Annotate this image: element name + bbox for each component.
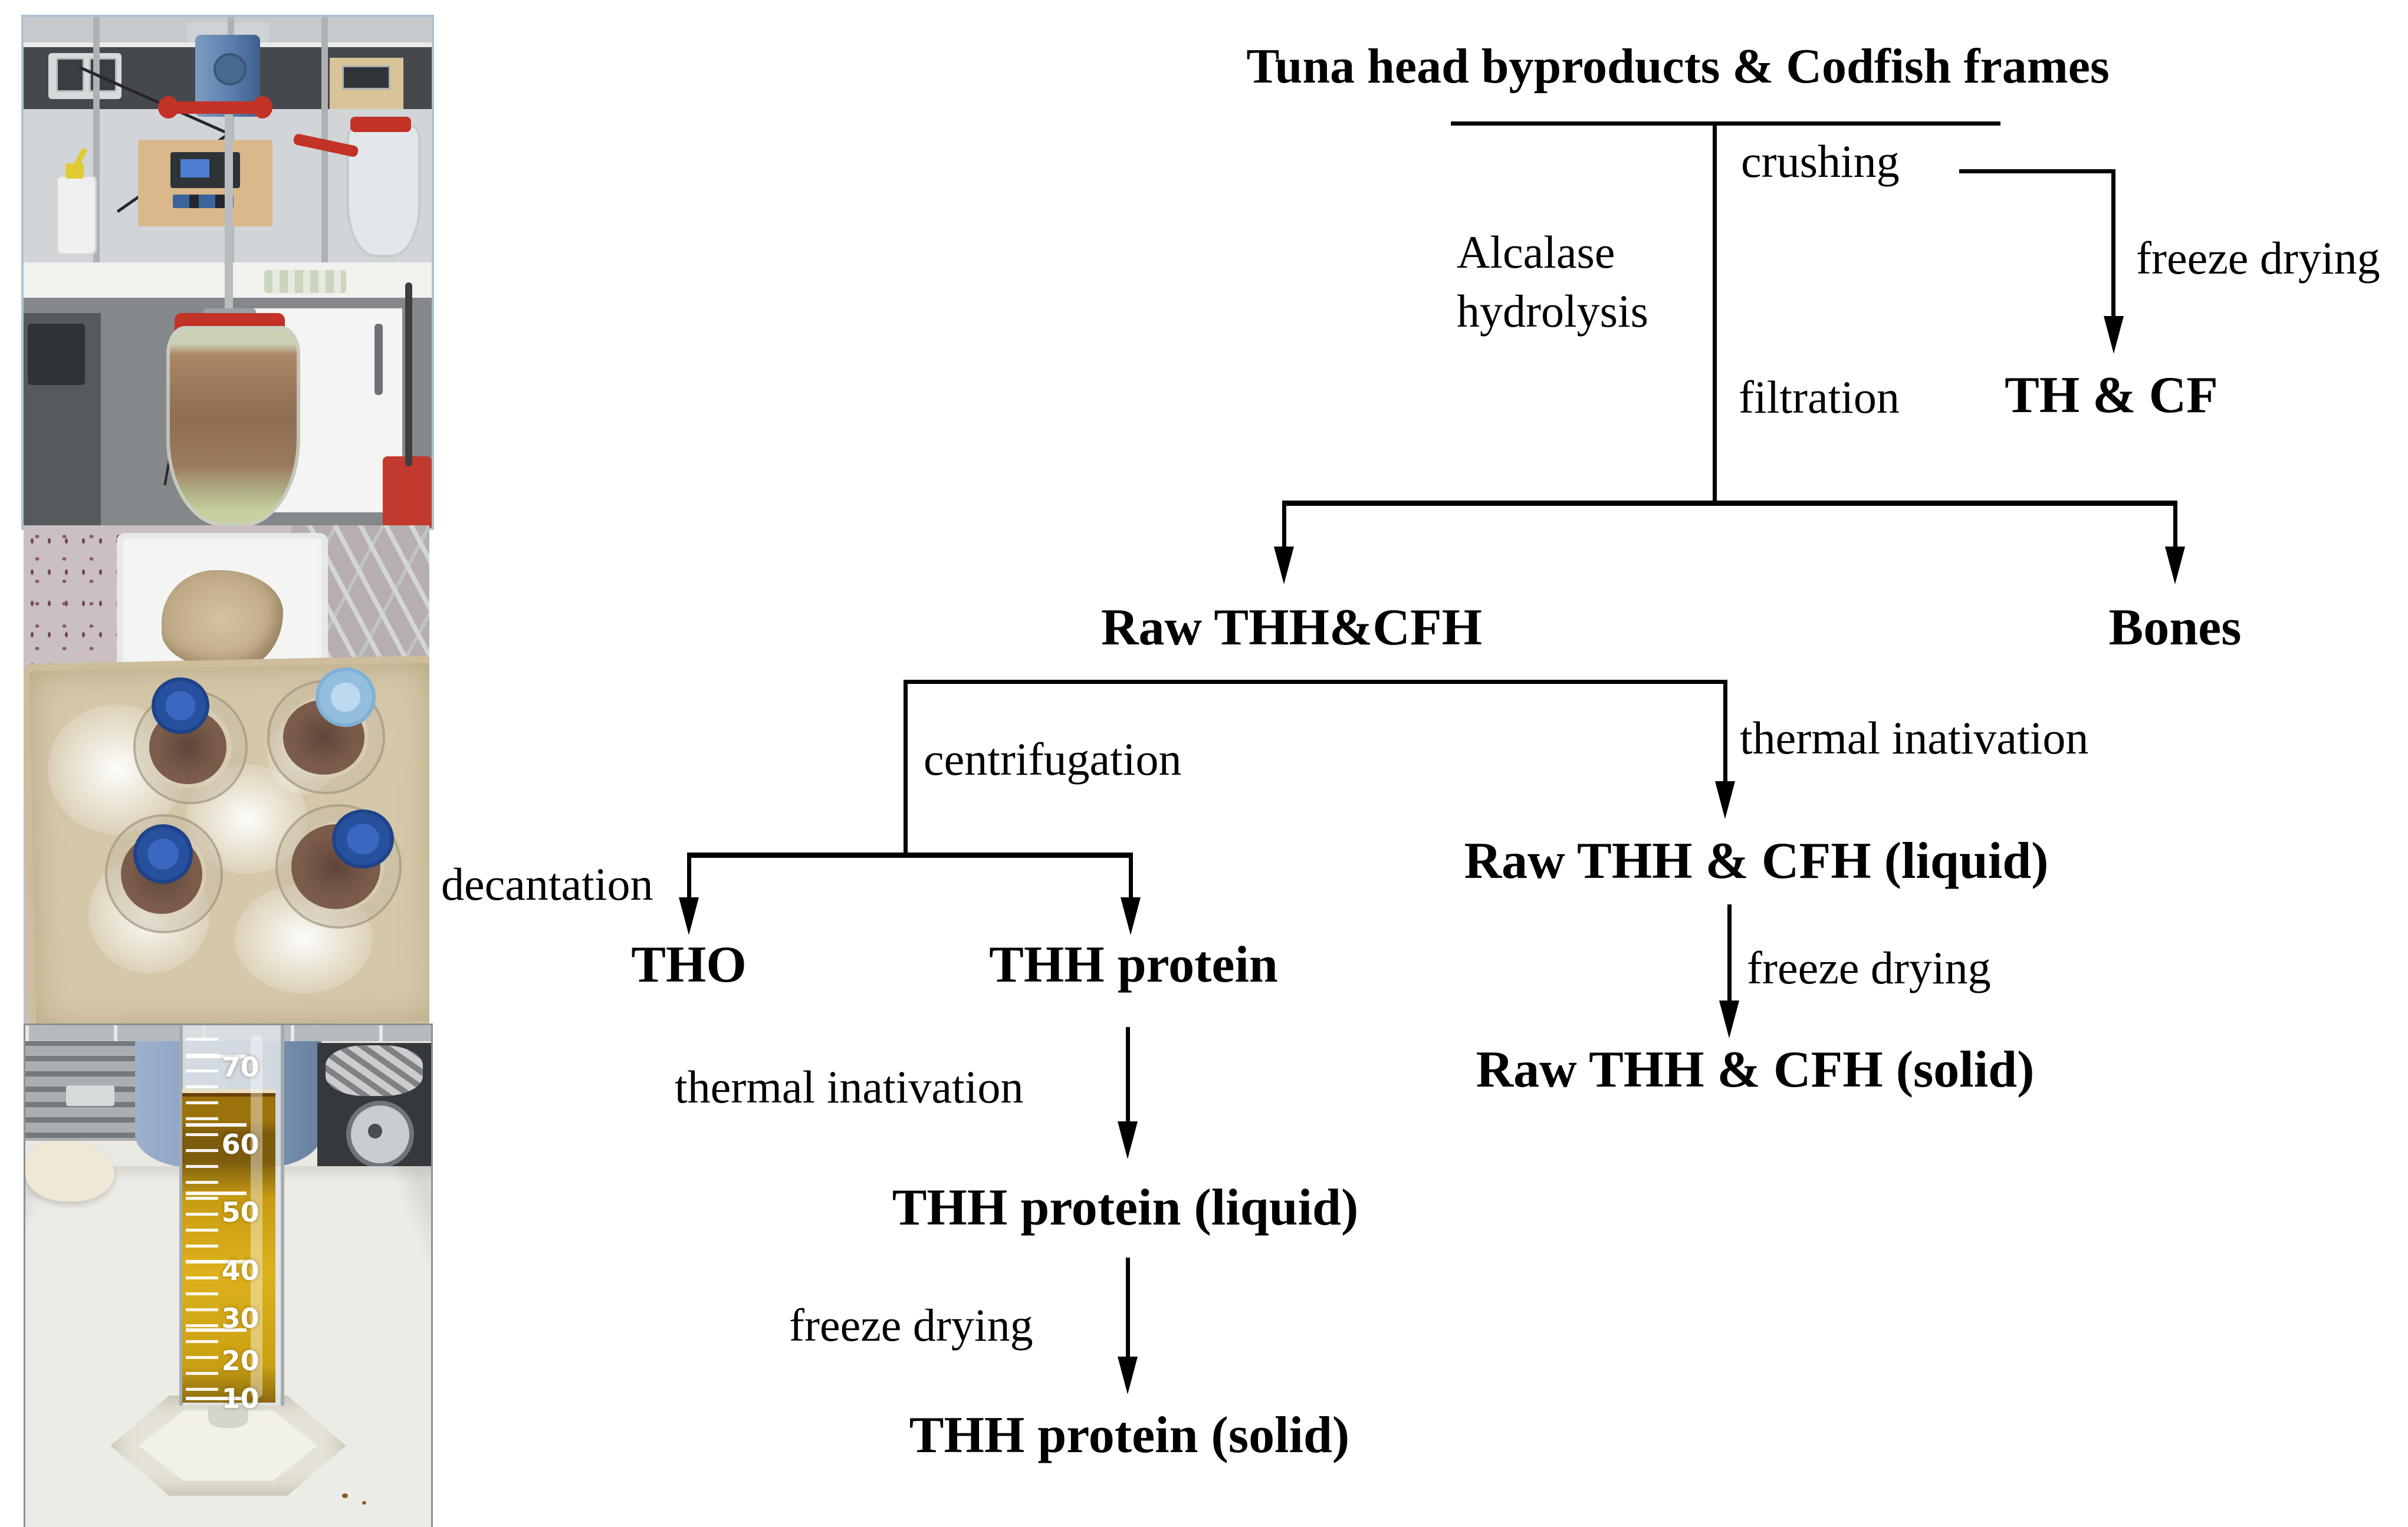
step-freeze-drying-right: freeze drying — [1747, 942, 1991, 993]
red-bucket — [382, 456, 432, 528]
line-thermal-right — [1723, 680, 1727, 782]
keyboard — [264, 269, 346, 294]
step-centrifugation: centrifugation — [924, 733, 1182, 785]
folded-paper — [25, 1141, 115, 1202]
panel-meter — [56, 58, 84, 93]
arrowhead-down-tho — [679, 897, 699, 935]
node-raw-thh-cfh: Raw THH&CFH — [1100, 599, 1483, 656]
line-centrifugation-left — [904, 680, 908, 857]
scale-label-60: 60 — [221, 1128, 259, 1161]
node-thh-protein: THH protein — [989, 936, 1278, 993]
debris-speck — [341, 1493, 348, 1499]
node-bones: Bones — [2108, 599, 2242, 656]
line-under-title — [1451, 121, 2000, 126]
node-th-cf: TH & CF — [2005, 367, 2218, 424]
stirrer-shaft — [225, 114, 233, 329]
bottle-cap-dark-blue-2 — [133, 824, 193, 884]
stand-rod — [93, 17, 100, 262]
bottle-cap-dark-blue-1 — [151, 677, 209, 735]
line-main-split — [1282, 501, 2177, 506]
cylinder-stem — [208, 1405, 249, 1429]
bottle-cap-dark-blue-3 — [331, 809, 394, 869]
jacketed-reactor — [346, 124, 422, 258]
arrowhead-down-raw-thh-cfh — [1274, 547, 1294, 584]
red-clamp-bar — [162, 101, 269, 114]
controller-buttons — [172, 195, 234, 208]
photo-bottles-on-ice — [24, 525, 429, 1024]
scale-label-70: 70 — [221, 1051, 259, 1084]
line-to-tho — [687, 853, 691, 899]
red-clamp — [252, 96, 273, 119]
line-to-raw-thh-cfh — [1282, 501, 1286, 548]
line-main-trunk — [1713, 121, 1717, 503]
line-to-thh-protein — [1129, 853, 1133, 899]
line-centrifugation-span — [904, 680, 1727, 684]
debris-speck — [362, 1501, 367, 1505]
graduation-ticks-major — [185, 1054, 247, 1407]
scale-label-30: 30 — [221, 1302, 259, 1334]
right-controller-display — [341, 65, 390, 90]
node-thh-protein-liquid: THH protein (liquid) — [892, 1179, 1359, 1236]
line-thh-liquid-to-solid — [1126, 1258, 1130, 1358]
node-raw-thh-cfh-liquid: Raw THH & CFH (liquid) — [1464, 832, 2049, 890]
cabinet-handle — [374, 323, 383, 395]
arrowhead-down-th-cf — [2104, 316, 2124, 354]
glass-highlight — [250, 1035, 263, 1398]
flowchart-title: Tuna head byproducts & Codfish frames — [1246, 39, 2110, 94]
wash-bottle — [56, 175, 97, 256]
arrowhead-down-thh-protein — [1121, 897, 1141, 935]
scale-label-50: 50 — [221, 1196, 259, 1229]
arrowhead-down-bones — [2165, 547, 2185, 584]
line-raw-liquid-to-solid — [1727, 904, 1732, 1002]
photo-bioreactor-lab — [21, 15, 434, 530]
coiled-hose — [326, 1045, 423, 1096]
equipment-label — [65, 1085, 115, 1106]
line-crushing-elbow — [1959, 169, 2114, 173]
step-filtration: filtration — [1739, 371, 1900, 423]
line-to-th-cf — [2111, 169, 2115, 317]
node-thh-protein-solid: THH protein (solid) — [909, 1407, 1350, 1464]
photo-graduated-cylinder: 70 60 50 40 30 20 10 — [24, 1024, 433, 1527]
step-thermal-inativation-left: thermal inativation — [675, 1061, 1024, 1113]
red-clamp — [158, 96, 179, 119]
arrowhead-down-raw-liquid — [1715, 781, 1735, 819]
water-bath-display — [27, 323, 85, 385]
pressure-gauge — [346, 1101, 415, 1169]
controller-display — [180, 159, 209, 177]
arrowhead-down-thh-solid — [1118, 1357, 1138, 1394]
step-decantation: decantation — [441, 858, 653, 910]
step-freeze-drying-top: freeze drying — [2136, 232, 2380, 284]
line-decantation-split — [687, 853, 1133, 858]
step-freeze-drying-left: freeze drying — [789, 1299, 1033, 1351]
arrowhead-down-thh-liquid — [1118, 1121, 1138, 1159]
gauge-dial — [368, 1123, 383, 1139]
step-alcalase-hydrolysis: Alcalase hydrolysis — [1457, 226, 1649, 337]
bottle-cap-light-blue — [316, 667, 376, 727]
line-thh-protein-to-liquid — [1126, 1027, 1130, 1123]
arrowhead-down-raw-solid — [1719, 1001, 1739, 1038]
step-crushing: crushing — [1741, 136, 1900, 187]
line-to-bones — [2173, 501, 2177, 548]
mop-handle — [405, 282, 413, 467]
protein-paste — [161, 570, 284, 670]
step-thermal-inativation-right: thermal inativation — [1740, 712, 2089, 764]
node-tho: THO — [631, 936, 747, 993]
stirrer-knob — [213, 52, 247, 86]
scale-label-20: 20 — [221, 1345, 259, 1377]
reactor-red-ring — [350, 116, 412, 132]
node-raw-thh-cfh-solid: Raw THH & CFH (solid) — [1476, 1041, 2035, 1098]
scale-label-40: 40 — [221, 1254, 259, 1286]
bioreactor-vessel — [166, 325, 300, 527]
scale-label-10: 10 — [221, 1383, 259, 1415]
